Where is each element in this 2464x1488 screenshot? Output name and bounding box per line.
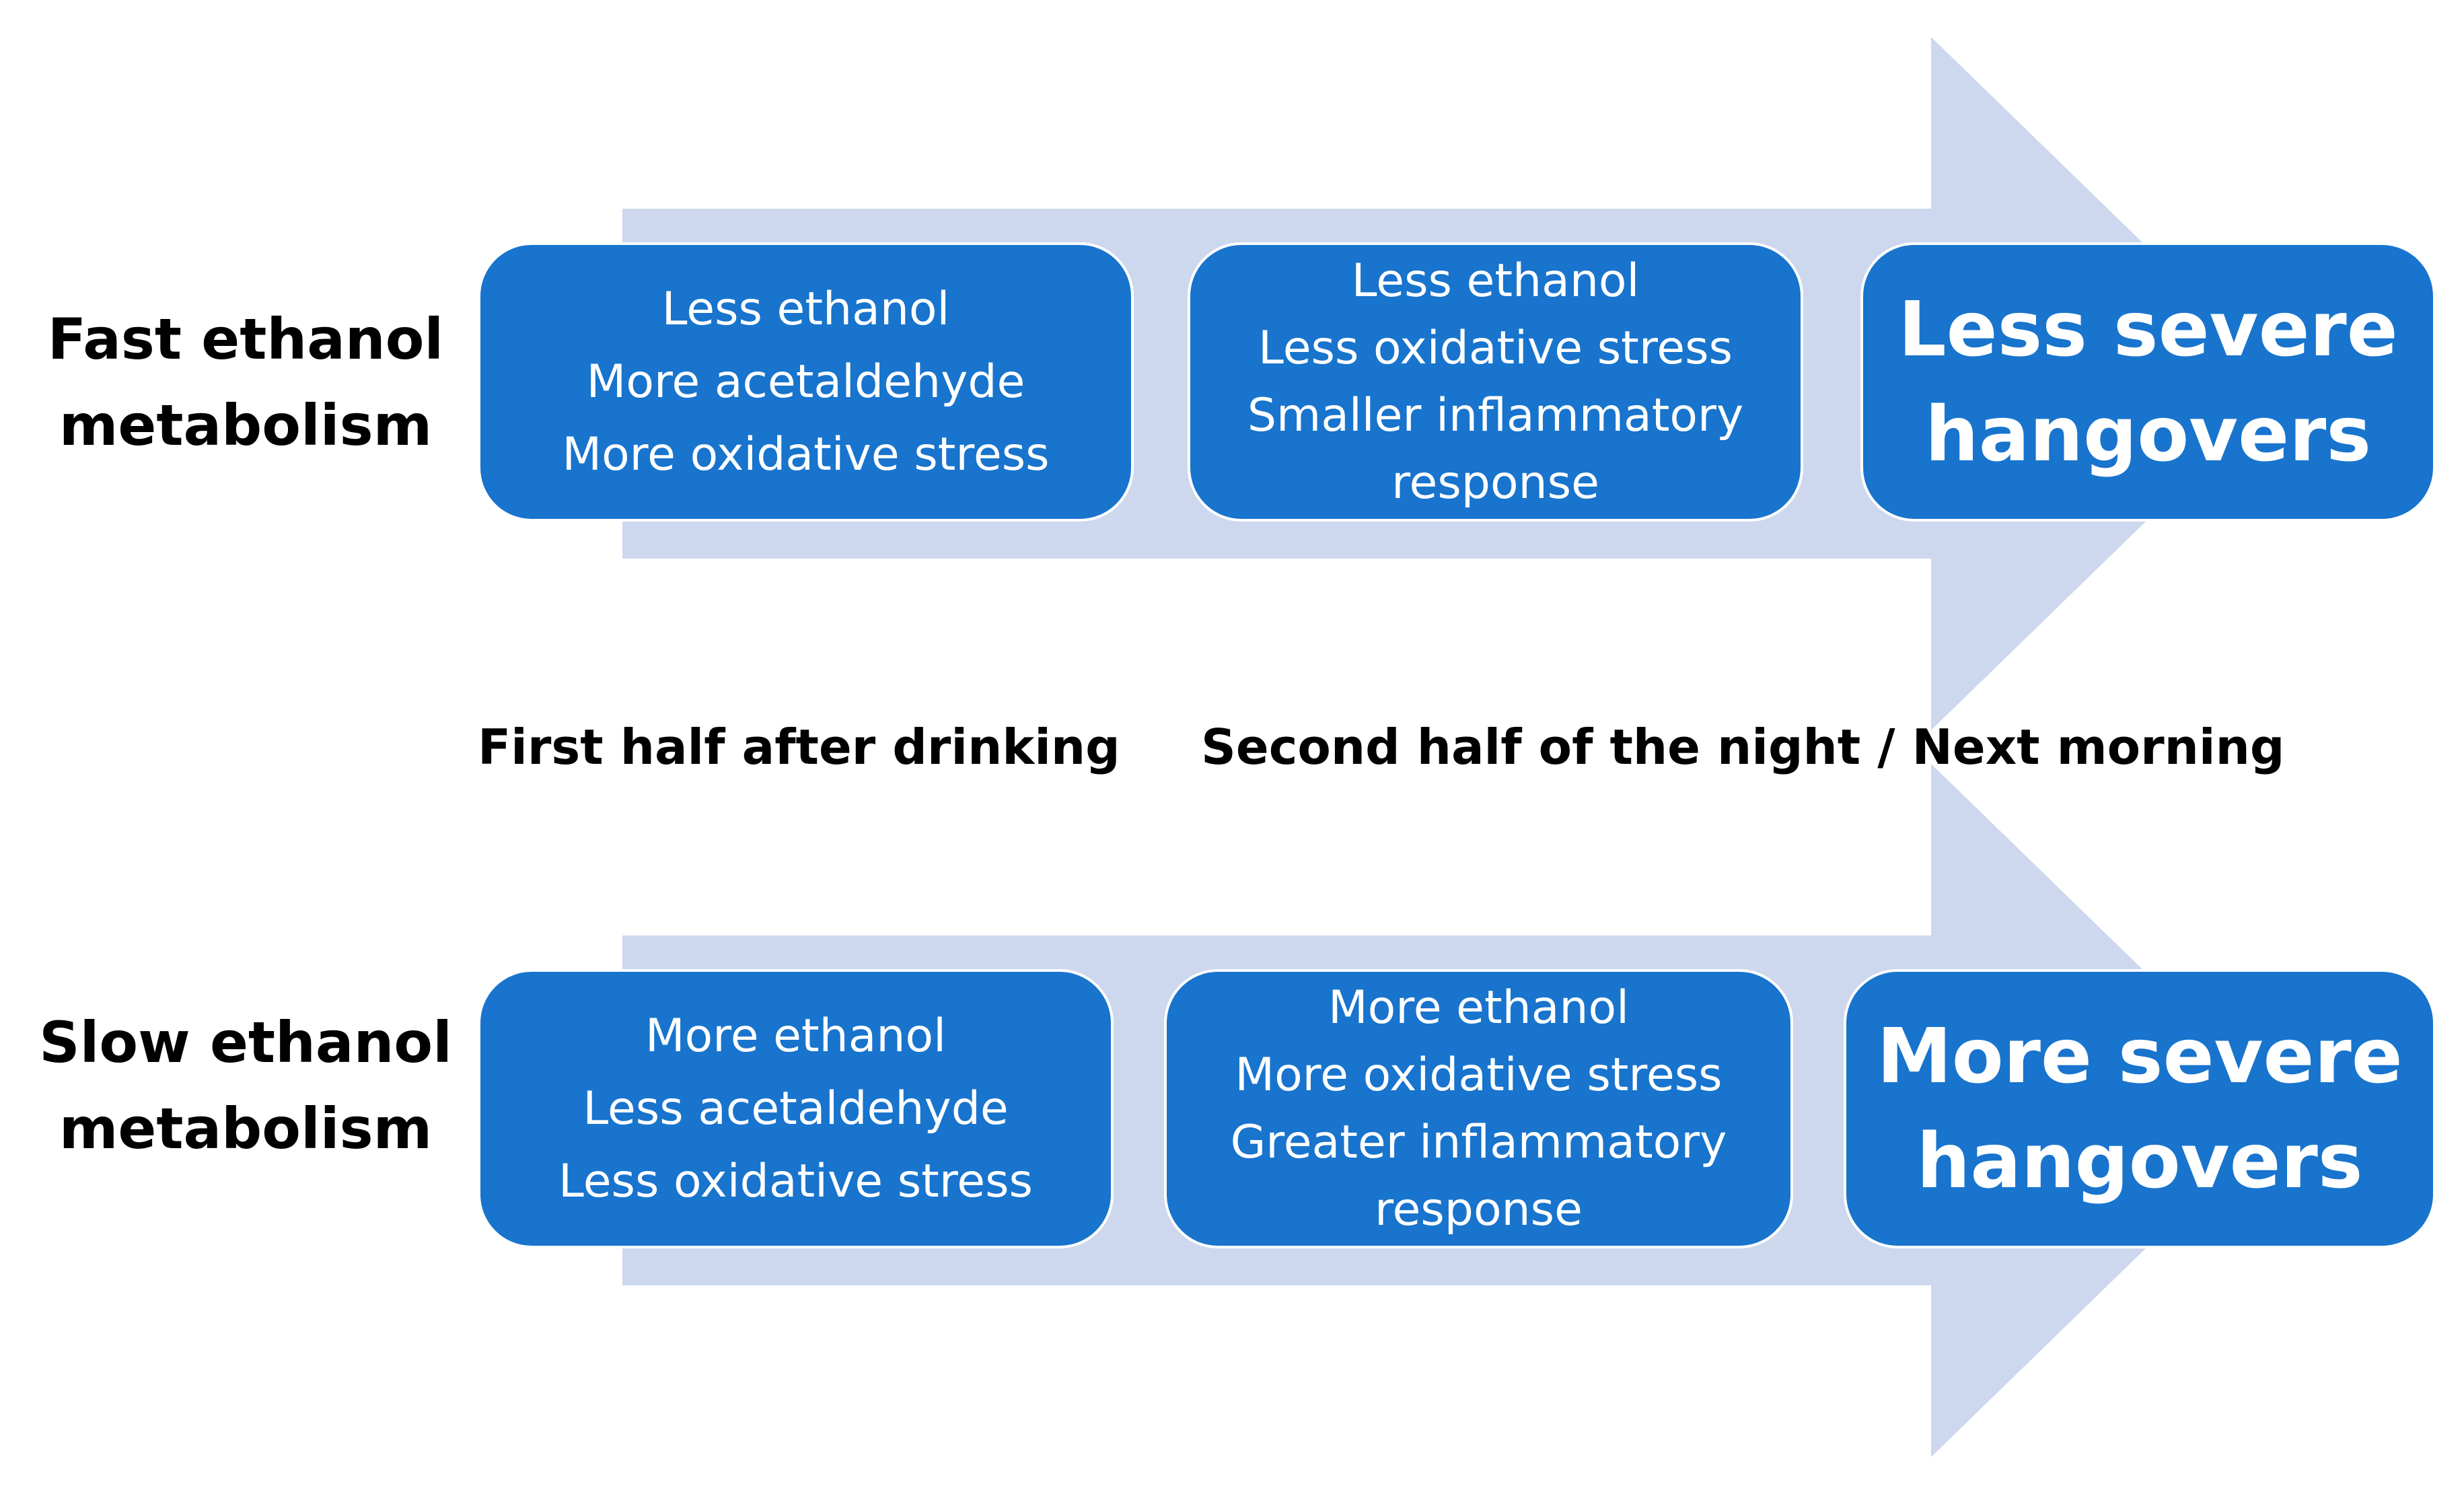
box-text-line: Less acetaldehyde xyxy=(583,1082,1009,1135)
row-label-line: metabolism xyxy=(59,1096,433,1162)
slow-outcome-box: More severe hangovers xyxy=(1844,969,2436,1248)
phase-label-second-half: Second half of the night / Next morning xyxy=(1201,719,2285,775)
box-text-line: Less ethanol xyxy=(661,282,950,336)
box-text-line: More ethanol xyxy=(645,1009,947,1063)
slow-second-half-box: More ethanol More oxidative stress Great… xyxy=(1164,969,1793,1248)
box-text-line: response xyxy=(1391,456,1599,509)
box-text-line: Less oxidative stress xyxy=(1258,321,1733,375)
outcome-text-line: hangovers xyxy=(1924,390,2372,479)
box-text-line: Less oxidative stress xyxy=(558,1154,1033,1208)
outcome-text-line: hangovers xyxy=(1916,1117,2363,1205)
row-label-line: metabolism xyxy=(59,392,433,458)
fast-second-half-box: Less ethanol Less oxidative stress Small… xyxy=(1188,242,1803,522)
box-text-line: More oxidative stress xyxy=(562,427,1050,481)
fast-first-half-box: Less ethanol More acetaldehyde More oxid… xyxy=(478,242,1134,522)
box-text-line: response xyxy=(1375,1182,1583,1236)
row-label-fast-metabolism: Fast ethanol metabolism xyxy=(10,296,481,468)
row-label-slow-metabolism: Slow ethanol metabolism xyxy=(10,999,481,1172)
slow-first-half-box: More ethanol Less acetaldehyde Less oxid… xyxy=(478,969,1114,1248)
outcome-text-line: Less severe xyxy=(1898,285,2398,374)
fast-outcome-box: Less severe hangovers xyxy=(1860,242,2436,522)
box-text-line: More acetaldehyde xyxy=(586,355,1025,409)
row-label-line: Fast ethanol xyxy=(47,306,444,372)
row-label-line: Slow ethanol xyxy=(39,1009,452,1075)
box-text-line: More oxidative stress xyxy=(1235,1048,1723,1102)
outcome-text-line: More severe xyxy=(1877,1012,2403,1100)
phase-label-first-half: First half after drinking xyxy=(478,719,1120,775)
box-text-line: Smaller inflammatory xyxy=(1247,388,1744,442)
box-text-line: More ethanol xyxy=(1328,981,1630,1034)
box-text-line: Greater inflammatory xyxy=(1230,1115,1727,1169)
box-text-line: Less ethanol xyxy=(1351,254,1640,308)
